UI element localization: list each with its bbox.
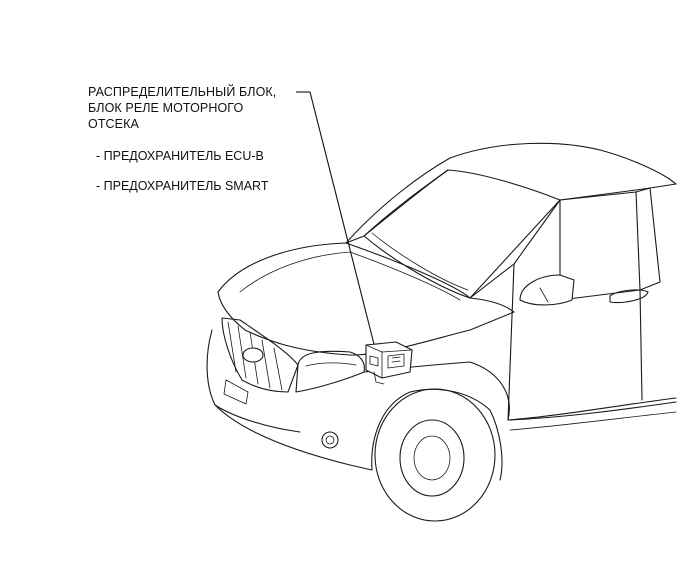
component-callout: РАСПРЕДЕЛИТЕЛЬНЫЙ БЛОК, БЛОК РЕЛЕ МОТОРН… [88, 84, 328, 132]
fuse-item-ecu-b: - ПРЕДОХРАНИТЕЛЬ ECU-B [96, 149, 264, 163]
callout-title-line-3: ОТСЕКА [88, 117, 139, 131]
callout-title-line-2: БЛОК РЕЛЕ МОТОРНОГО [88, 101, 244, 115]
fuse-list: - ПРЕДОХРАНИТЕЛЬ ECU-B - ПРЕДОХРАНИТЕЛЬ … [96, 148, 269, 194]
vehicle-body [206, 142, 677, 522]
callout-title-line-1: РАСПРЕДЕЛИТЕЛЬНЫЙ БЛОК, [88, 85, 277, 99]
fuse-item-smart: - ПРЕДОХРАНИТЕЛЬ SMART [96, 179, 269, 193]
relay-block-icon [365, 341, 413, 385]
callout-leader-line [296, 91, 377, 353]
